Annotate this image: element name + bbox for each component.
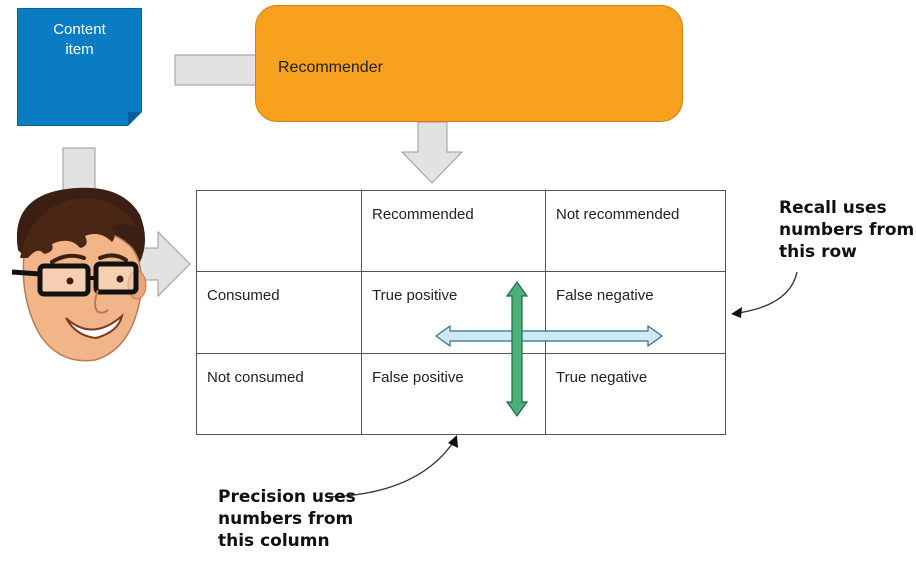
user-avatar-icon [11, 187, 147, 362]
precision-callout-line [325, 443, 453, 498]
content-item-label-line1: Content [53, 21, 106, 38]
column-header-recommended: Recommended [361, 189, 546, 273]
recommender-box: Recommender [255, 5, 683, 122]
recommender-label: Recommender [278, 59, 383, 76]
connector-item-to-recommender [174, 54, 257, 86]
column-double-arrow [505, 280, 529, 418]
recall-note: Recall uses numbers from this row [779, 198, 915, 262]
row-header-not-consumed: Not consumed [196, 352, 362, 436]
recall-callout-line [737, 271, 798, 314]
row-header-consumed: Consumed [196, 271, 362, 354]
cell-true-negative: True negative [545, 352, 726, 436]
page-fold-icon [128, 112, 142, 126]
matrix-corner-cell [196, 189, 362, 273]
recall-callout-arrowhead [731, 307, 742, 318]
arrow-recommender-to-matrix [400, 121, 464, 184]
row-double-arrow [434, 324, 664, 348]
content-item-label-line2: item [65, 41, 94, 58]
column-header-not-recommended: Not recommended [545, 189, 726, 273]
precision-callout-arrowhead [448, 435, 458, 448]
precision-note: Precision uses numbers from this column [218, 487, 356, 551]
content-item-card: Content item [17, 8, 142, 126]
matrix-header-row: Recommended Not recommended [196, 189, 726, 273]
